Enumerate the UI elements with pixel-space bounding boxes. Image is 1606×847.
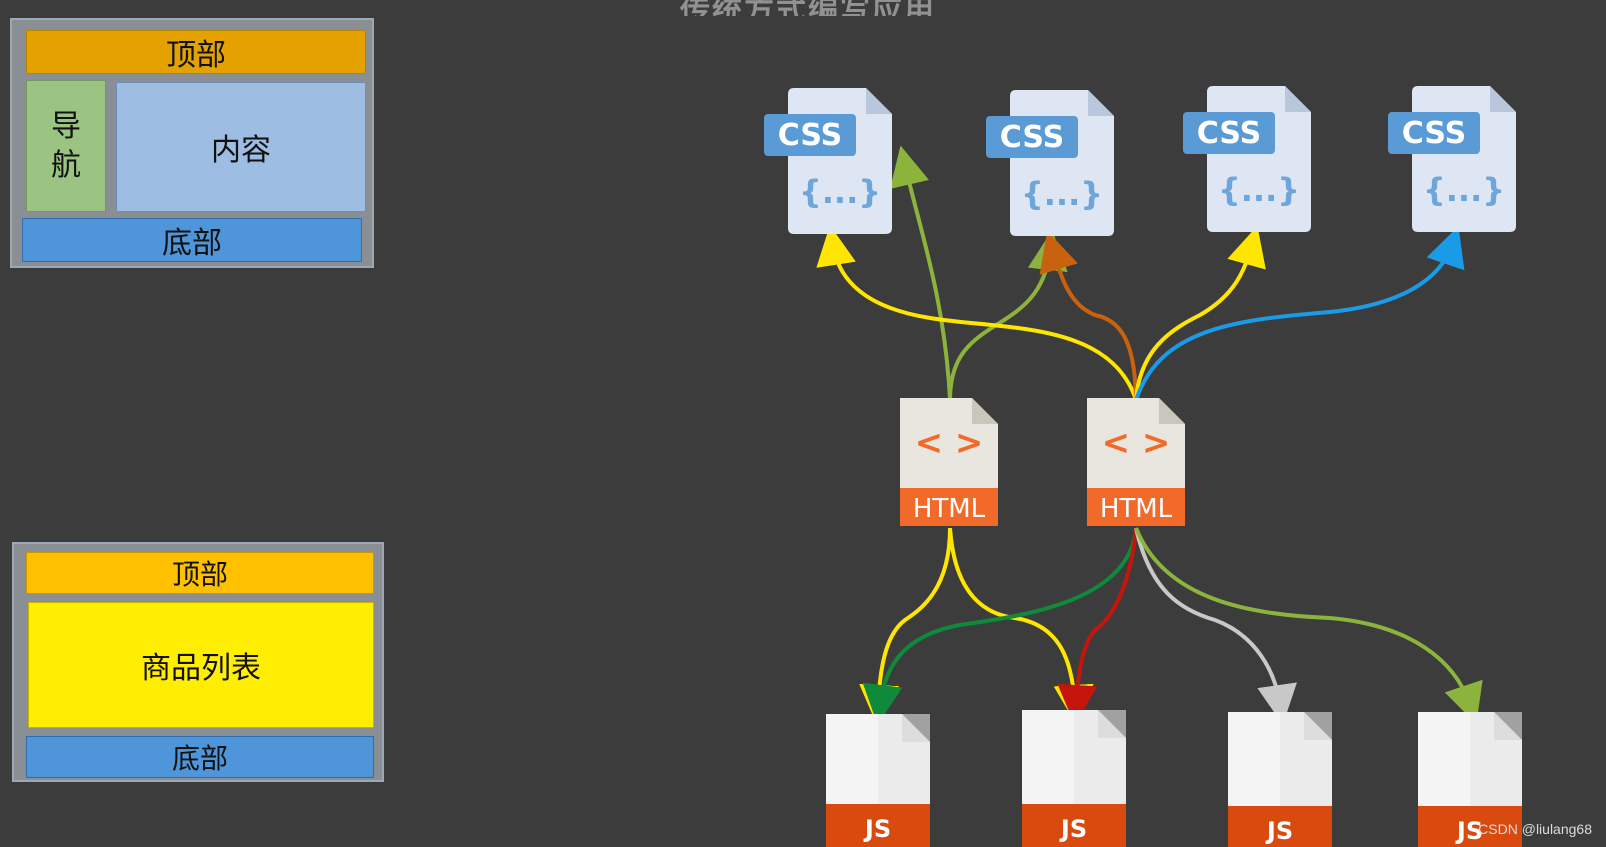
- arrow-html2-css1: [816, 225, 1138, 401]
- css-tag-3: CSS: [1197, 116, 1261, 151]
- layout-1-content: 内容: [116, 82, 366, 212]
- arrow-html2-js1: [862, 527, 1138, 725]
- js-file-icon-1: JS: [826, 714, 930, 847]
- layout-2-bottom: 底部: [26, 736, 374, 778]
- layout-2-list: 商品列表: [28, 602, 374, 728]
- layout-1-top: 顶部: [26, 30, 366, 74]
- page-title: 传统方式编写应用: [680, 0, 1040, 16]
- arrow-html2-css4: [1134, 226, 1465, 401]
- js-tag-2: JS: [1059, 815, 1087, 843]
- arrow-html2-js2: [1057, 527, 1138, 725]
- arrow-html1-css1: [890, 145, 952, 401]
- html-file-icon-1: < > HTML: [900, 398, 998, 526]
- css-tag-4: CSS: [1402, 116, 1466, 151]
- arrow-html2-js4: [1134, 527, 1483, 724]
- layout-1-nav-label: 导航: [51, 109, 81, 183]
- js-tag-3: JS: [1265, 817, 1293, 845]
- layout-2-list-label: 商品列表: [141, 651, 261, 686]
- layout-1-top-label: 顶部: [166, 38, 226, 73]
- css-brace-3: {...}: [1218, 171, 1300, 209]
- css-brace-1: {...}: [799, 173, 881, 211]
- html-glyph-2: < >: [1102, 423, 1171, 463]
- layout-1-bottom-label: 底部: [162, 226, 222, 261]
- css-file-icon-3: CSS {...}: [1183, 86, 1311, 232]
- layout-1-content-label: 内容: [211, 133, 271, 168]
- layout-2-top-label: 顶部: [171, 558, 228, 591]
- css-brace-2: {...}: [1021, 175, 1103, 213]
- layout-mockup-1: 顶部 导航 内容 底部: [10, 18, 374, 268]
- html-glyph-1: < >: [915, 423, 984, 463]
- arrow-html2-css2: [1039, 230, 1138, 401]
- html-tag-1: HTML: [913, 494, 986, 524]
- css-brace-4: {...}: [1423, 171, 1505, 209]
- html-file-icon-2: < > HTML: [1087, 398, 1185, 526]
- arrow-html2-js3: [1134, 527, 1297, 725]
- js-file-icon-2: JS: [1022, 710, 1126, 847]
- arrow-html1-js1: [859, 527, 952, 725]
- css-file-icon-2: CSS {...}: [986, 90, 1114, 236]
- layout-1-bottom: 底部: [22, 218, 362, 262]
- css-tag-1: CSS: [778, 118, 842, 153]
- js-file-icon-3: JS: [1228, 712, 1332, 847]
- css-file-icon-1: CSS {...}: [764, 88, 892, 234]
- layout-2-bottom-label: 底部: [171, 742, 228, 775]
- js-tag-1: JS: [863, 815, 891, 843]
- layout-2-top: 顶部: [26, 552, 374, 594]
- css-file-icon-4: CSS {...}: [1388, 86, 1516, 232]
- css-tag-2: CSS: [1000, 120, 1064, 155]
- js-tag-4: JS: [1455, 817, 1483, 845]
- watermark: CSDN @liulang68: [1478, 821, 1592, 837]
- layout-1-nav: 导航: [26, 80, 106, 212]
- html-tag-2: HTML: [1100, 494, 1173, 524]
- js-file-icon-4: JS: [1418, 712, 1522, 847]
- layout-mockup-2: 顶部 商品列表 底部: [12, 542, 384, 782]
- arrow-html2-css3: [1134, 225, 1266, 401]
